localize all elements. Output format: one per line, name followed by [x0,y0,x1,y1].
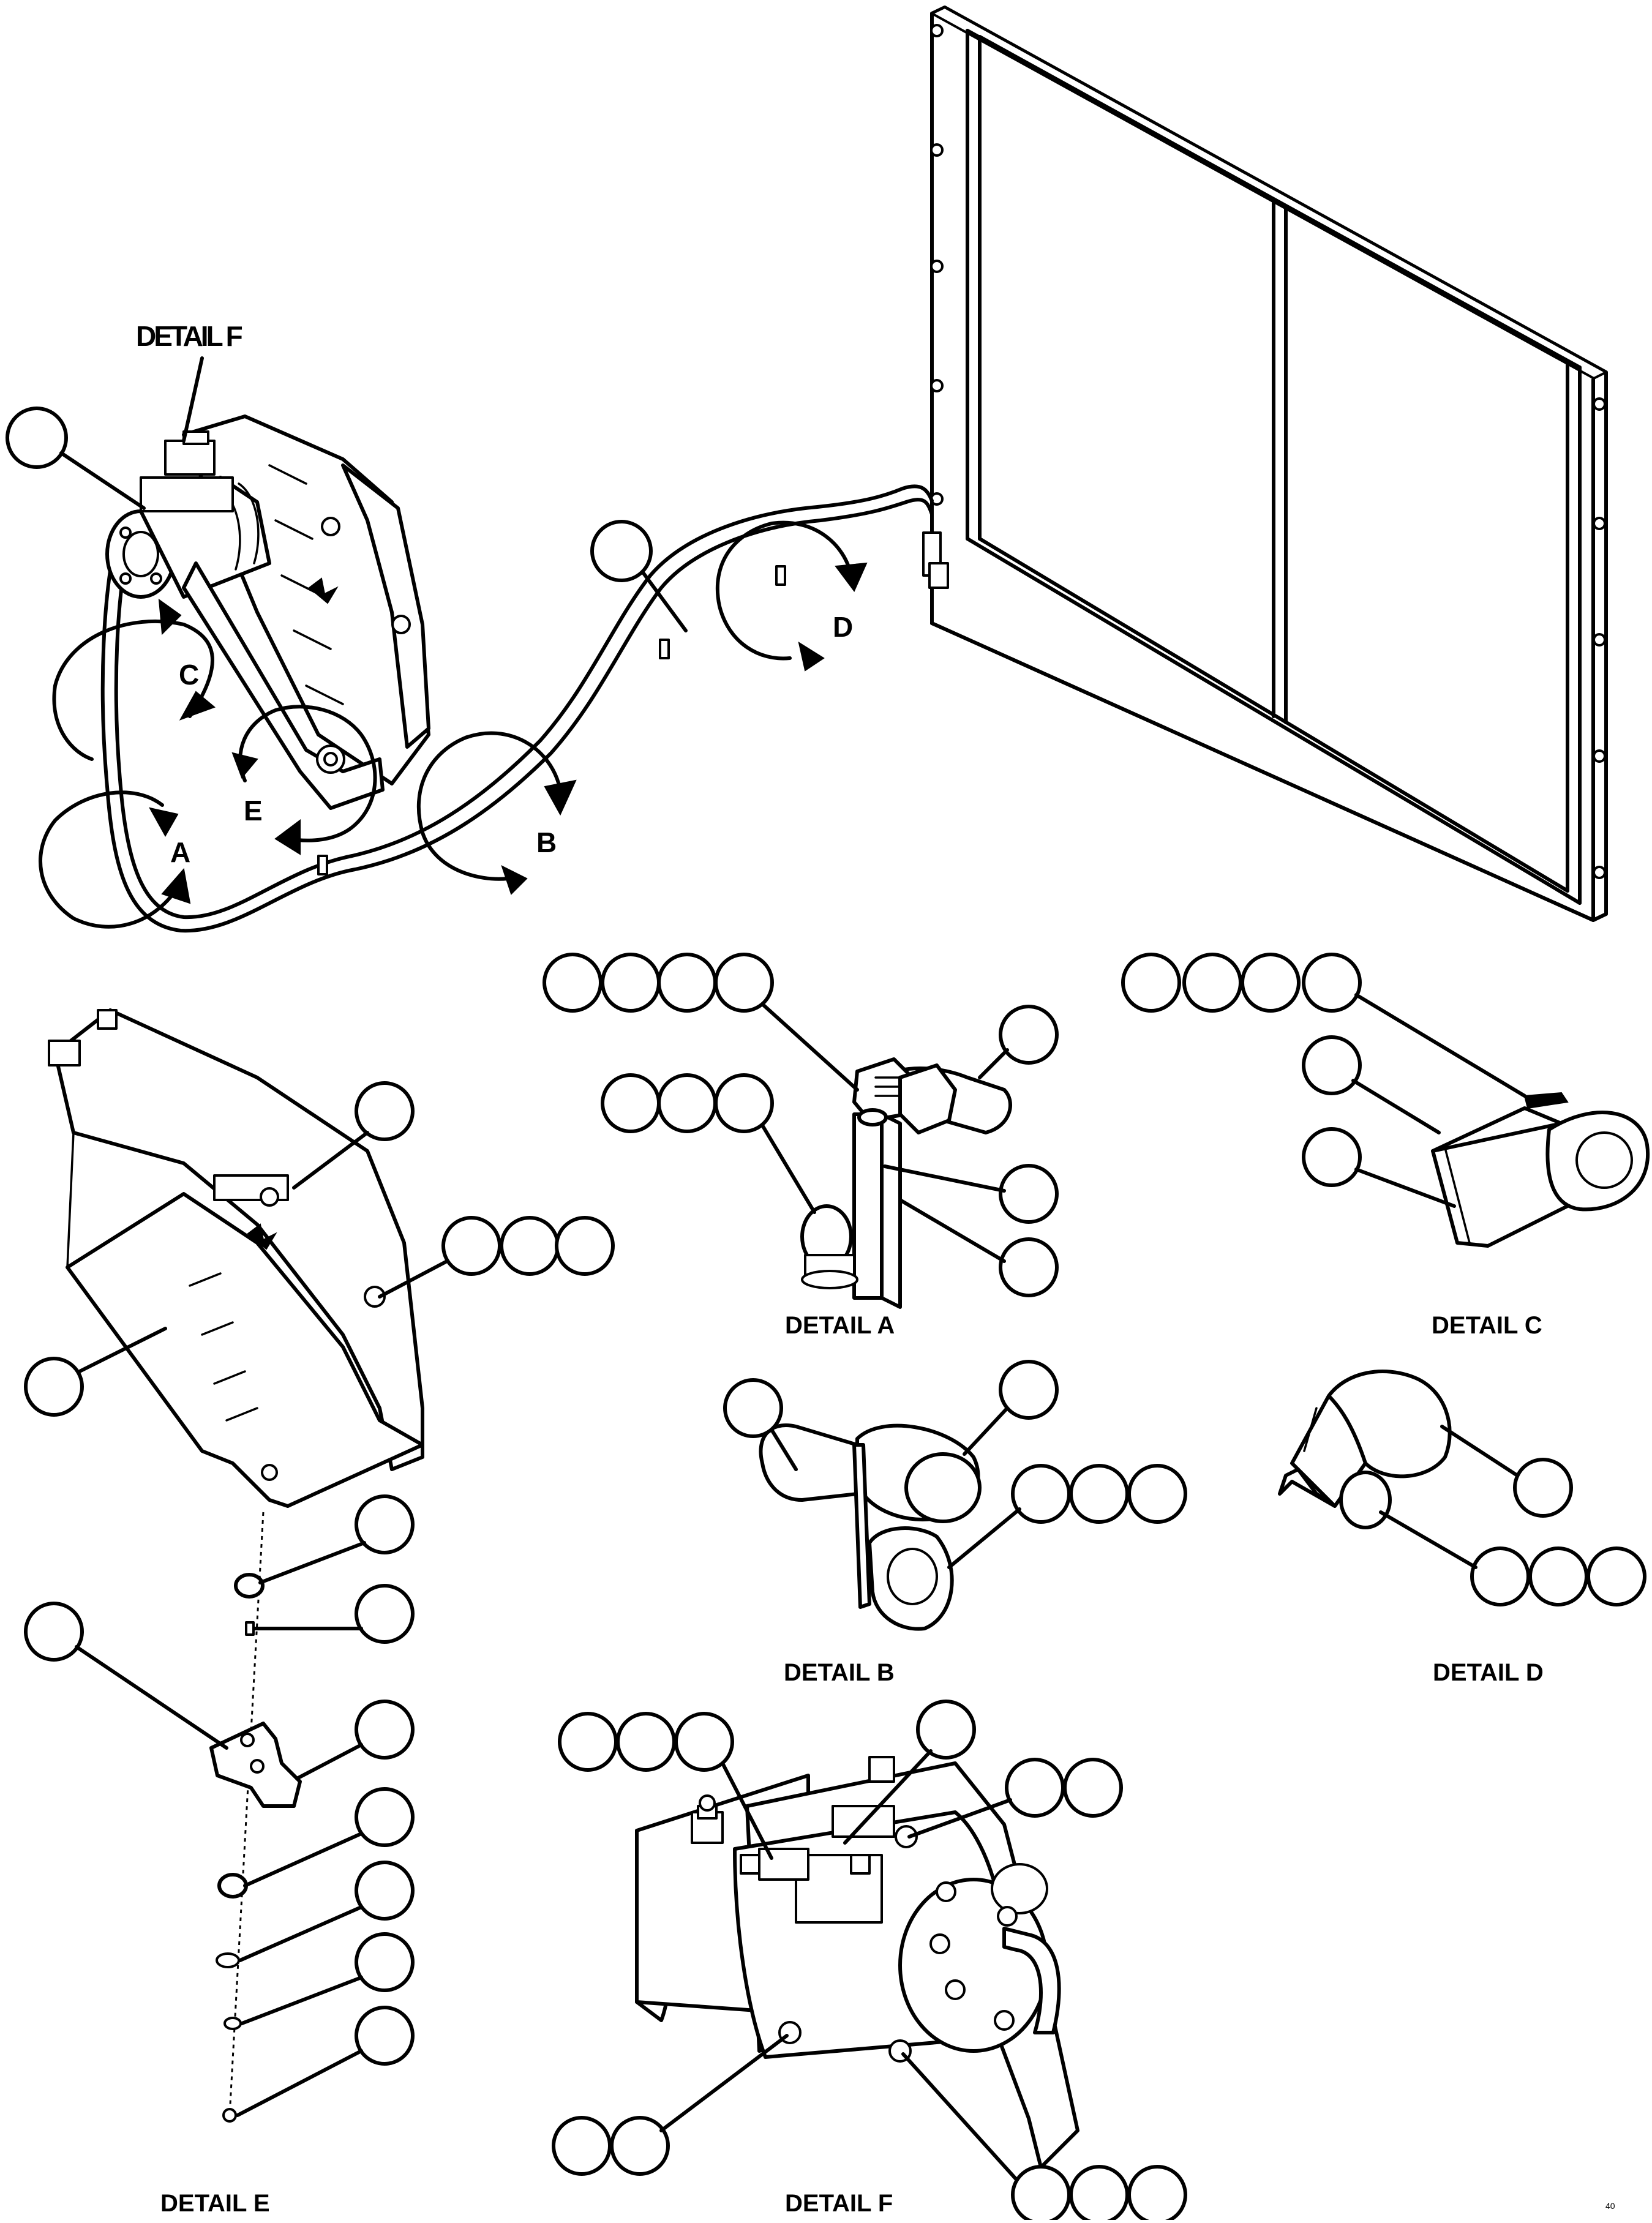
detail-f-pointer-label: DETAIL F [136,320,242,352]
detail-d-clamp [1278,1370,1452,1529]
detail-a-label: DETAIL A [785,1312,895,1339]
svg-text:B: B [536,827,556,858]
compressor-assembly [105,414,430,810]
view-marker-b: B [416,731,577,895]
detail-d-callouts [1379,1425,1646,1606]
detail-e-exploded-parts [209,1512,302,2123]
detail-b-callouts [723,1360,1187,1569]
detail-e-bracket [48,1008,424,1508]
detail-b-clamp [759,1423,982,1631]
callout-circle [6,407,688,632]
ac-hose-line [100,484,934,933]
detail-e-callouts [24,1081,615,2117]
detail-a-callouts [543,953,1059,1297]
detail-f-callouts [552,1700,1187,2223]
condenser-frame [922,6,1608,922]
view-marker-d: D [715,520,868,672]
svg-text:E: E [244,795,261,827]
svg-text:C: C [179,659,198,691]
detail-c-clamp [1431,1092,1650,1248]
view-marker-a: A [39,790,192,929]
detail-e-label: DETAIL E [160,2190,270,2217]
drawing-number: 40 [1605,2201,1615,2211]
view-marker-e: E [231,705,377,855]
detail-a-clamp [800,1057,1012,1309]
svg-text:D: D [833,611,852,643]
detail-c-callouts [1121,953,1526,1208]
view-marker-c: C [52,598,216,761]
detail-c-label: DETAIL C [1432,1312,1542,1339]
detail-f-compressor [635,1756,1079,2169]
detail-f-label: DETAIL F [785,2190,893,2217]
svg-text:A: A [170,836,190,868]
detail-b-label: DETAIL B [784,1659,895,1686]
detail-f-pointer-line [182,356,204,443]
detail-d-label: DETAIL D [1433,1659,1544,1686]
